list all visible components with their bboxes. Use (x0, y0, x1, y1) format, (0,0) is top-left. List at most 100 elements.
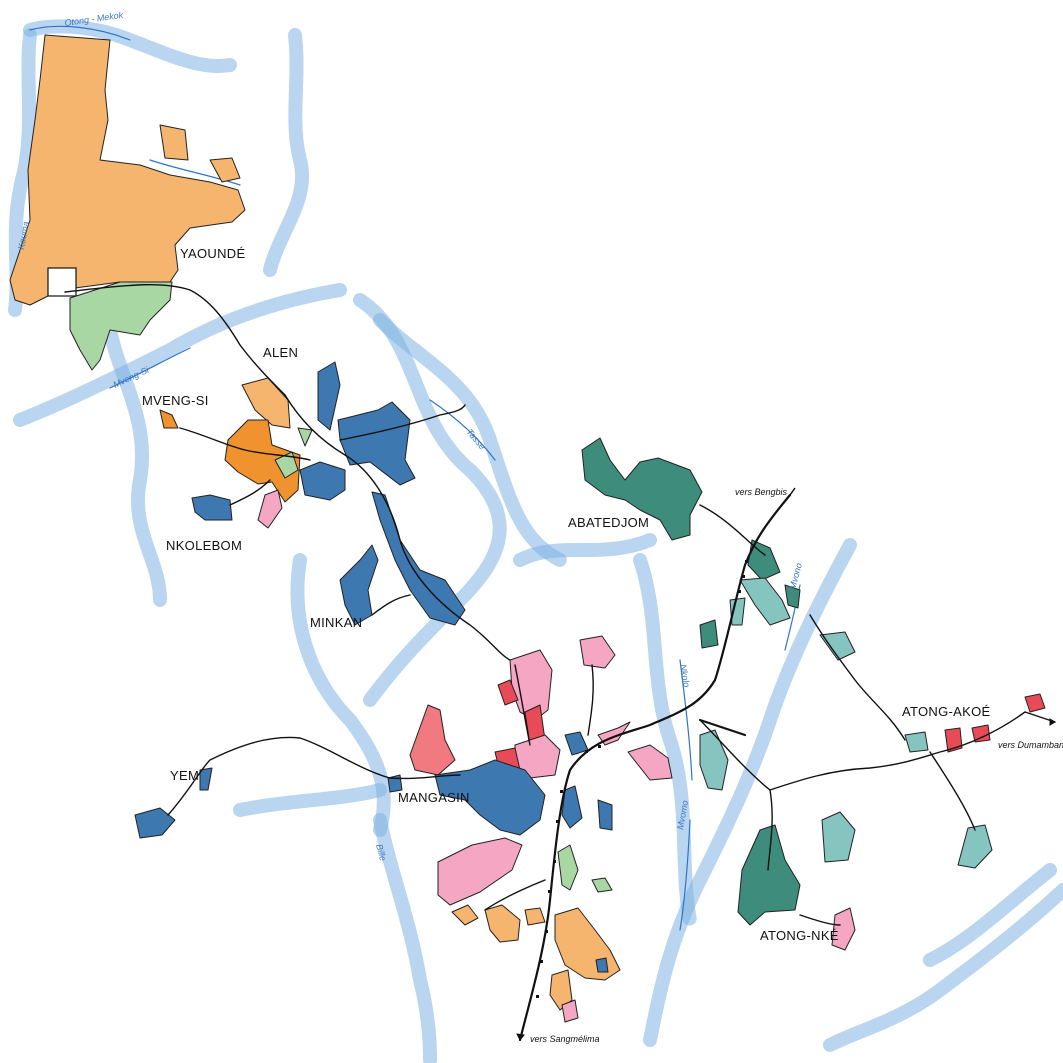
label-mangasin: MANGASIN (398, 790, 470, 805)
river-core-tasse (429, 399, 496, 461)
label-alen: ALEN (263, 345, 298, 360)
village-markers (536, 560, 748, 998)
city-block (47, 267, 77, 297)
label-atong-nke: ATONG-NKÉ (760, 928, 839, 943)
road-atong-nke (767, 789, 841, 926)
road-east-branch (339, 404, 466, 441)
parcel-teal-abatedjom (581, 437, 703, 541)
parcel-pink-east-2 (627, 744, 673, 781)
river-middle (513, 533, 657, 567)
label-river-bille: Bille (374, 843, 388, 862)
rivers (8, 19, 1063, 1063)
parcel-green-alen (297, 427, 313, 447)
parcel-teal-light-3 (819, 631, 856, 661)
arrow-dumambang-icon (1049, 718, 1056, 726)
label-nkolebom: NKOLEBOM (166, 538, 242, 553)
parcel-teal-atong-nke (737, 824, 801, 926)
parcel-green-yaounde (69, 281, 173, 371)
road-yaounde-alen (64, 283, 286, 396)
parcel-yaounde-annex-2 (209, 157, 241, 183)
river-cores (29, 25, 801, 931)
river-bille (373, 813, 437, 1063)
parcel-pink-s (561, 999, 579, 1023)
parcel-blue-nkolebom (191, 494, 233, 521)
label-yem: YEM (170, 768, 199, 783)
river-nkolo (633, 553, 697, 927)
road-minkan (371, 594, 411, 616)
parcel-pink-nkolebom (257, 489, 283, 529)
label-abatedjom: ABATEDJOM (568, 515, 649, 530)
river-mvono (643, 538, 857, 1047)
river-core-stream-yaounde (149, 159, 241, 186)
parcel-teal-east-3 (784, 584, 801, 609)
place-labels: YAOUNDÉ ALEN MVENG-SI NKOLEBOM MINKAN AB… (142, 246, 991, 943)
parcel-teal-light-5 (821, 811, 856, 863)
parcel-orange-s2 (484, 904, 521, 943)
river-core-mveng-si (109, 347, 191, 389)
road-nkolebom (229, 479, 271, 506)
parcel-blue-s (595, 957, 609, 973)
label-vers-sangmelima: vers Sangmélima (530, 1034, 600, 1044)
river-left-loop (103, 323, 167, 607)
parcel-blue-2 (337, 401, 416, 486)
parcel-teal-light-6 (904, 731, 929, 753)
river-tasse (373, 313, 567, 567)
road-south-branch (484, 879, 546, 911)
river-east (823, 883, 1063, 1052)
river-west-north (263, 28, 309, 277)
label-minkan: MINKAN (310, 615, 362, 630)
road-pink-north (587, 664, 594, 736)
parcel-blue-mangasin-2 (387, 774, 403, 793)
parcel-blue-mangasin-4 (597, 799, 613, 831)
river-mveng-si (13, 283, 347, 427)
river-core-south (679, 819, 691, 931)
parcels (9, 34, 1046, 1023)
parcel-teal-east-1 (747, 539, 781, 581)
river-center-loop (353, 293, 507, 707)
parcel-teal-light-4 (699, 729, 729, 791)
label-atong-akoe: ATONG-AKOÉ (902, 704, 991, 719)
parcel-blue-1 (317, 361, 341, 431)
parcel-pink-atong-nke (831, 907, 856, 951)
parcel-red-atong-3 (1024, 693, 1046, 713)
main-road-east-link (698, 718, 747, 737)
parcel-mveng-si-small (159, 409, 179, 429)
label-river-mvono: Mvono (787, 562, 804, 591)
parcel-yaounde-annex (159, 124, 189, 161)
road-east-network (699, 711, 1026, 791)
label-river-nkolo: Nkolo (678, 664, 692, 688)
road-mangasin-north (514, 664, 531, 746)
label-vers-bengbis: vers Bengbis (735, 487, 788, 497)
main-road-sangmelima-bengbis (518, 493, 792, 1042)
road-mveng-si (179, 427, 311, 461)
parcel-green-mveng (274, 451, 299, 479)
label-river-kouma: Kouma (16, 221, 31, 251)
parcel-pink-big (437, 837, 523, 906)
road-atong-akoe-north (809, 614, 906, 741)
parcel-mveng-si (224, 419, 301, 503)
label-yaounde: YAOUNDÉ (180, 246, 245, 261)
parcel-green-south (557, 844, 579, 891)
parcel-yaounde (9, 34, 246, 306)
parcel-teal-light-7 (957, 824, 993, 869)
road-abatedjom (699, 504, 766, 556)
label-mveng-si: MVENG-SI (142, 393, 209, 408)
roads (64, 283, 1056, 1042)
road-alen-mangasin (284, 394, 511, 661)
arrow-sangmelima-icon (516, 1033, 525, 1041)
parcel-teal-light-1 (739, 577, 791, 626)
parcel-red-atong-1 (944, 727, 963, 753)
road-mangasin-yem (167, 736, 461, 816)
parcel-red-1 (497, 679, 519, 706)
parcel-salmon-west (409, 704, 456, 776)
parcel-blue-mangasin-3 (561, 785, 583, 829)
river-core-otong-mekok (29, 25, 131, 41)
parcel-pink-tr (579, 635, 616, 669)
label-vers-dumambang: vers Dumambang (998, 740, 1063, 750)
parcel-blue-yem (134, 807, 176, 839)
parcel-orange-s1 (451, 904, 479, 926)
river-south-west (233, 783, 387, 817)
parcel-orange-s4 (554, 907, 621, 981)
parcel-blue-3 (299, 461, 346, 501)
